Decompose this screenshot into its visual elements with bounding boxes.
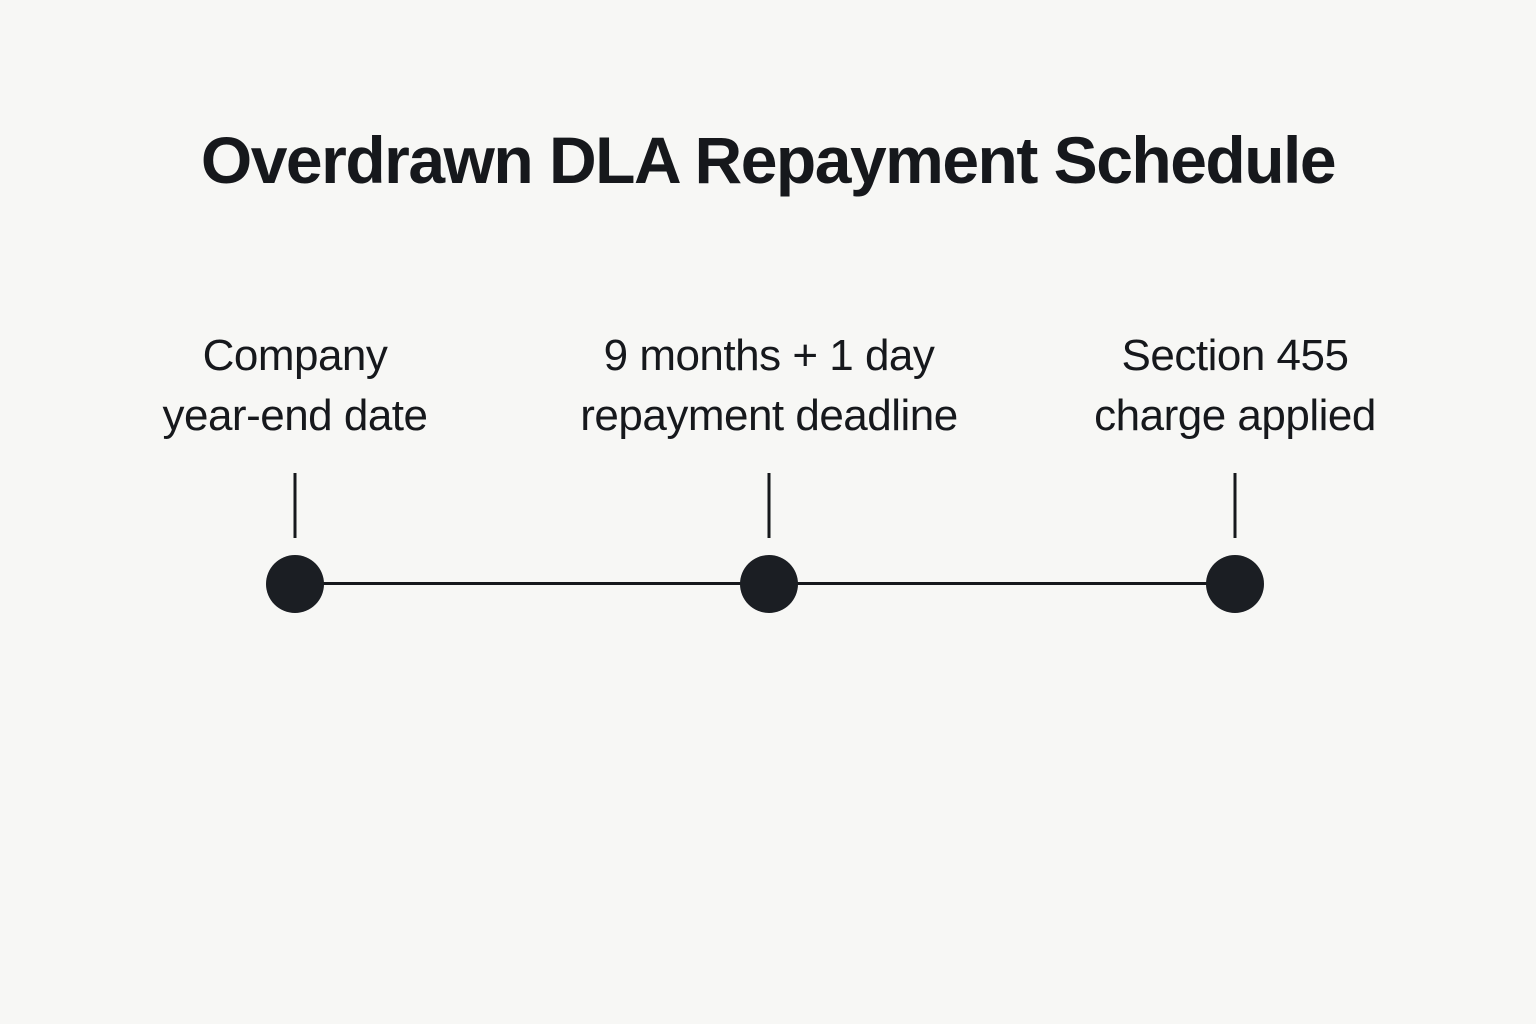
milestone-tick — [767, 473, 771, 538]
milestone-label-repayment-deadline: 9 months + 1 day repayment deadline — [580, 326, 958, 446]
milestone-dot — [266, 555, 324, 613]
milestone-label-line1: 9 months + 1 day — [603, 331, 935, 380]
milestone-dot — [1206, 555, 1264, 613]
page-title: Overdrawn DLA Repayment Schedule — [200, 123, 1337, 197]
milestone-tick — [293, 473, 297, 538]
milestone-label-line1: Company — [202, 331, 388, 380]
milestone-label-line2: year-end date — [162, 390, 428, 440]
milestone-label-line2: repayment deadline — [580, 390, 958, 440]
milestone-label-line2: charge applied — [1094, 390, 1376, 440]
milestone-dot — [740, 555, 798, 613]
milestone-label-company-year-end: Company year-end date — [162, 326, 428, 446]
milestone-label-line1: Section 455 — [1121, 331, 1349, 380]
milestone-label-section-455-charge: Section 455 charge applied — [1094, 326, 1376, 446]
milestone-tick — [1233, 473, 1237, 538]
